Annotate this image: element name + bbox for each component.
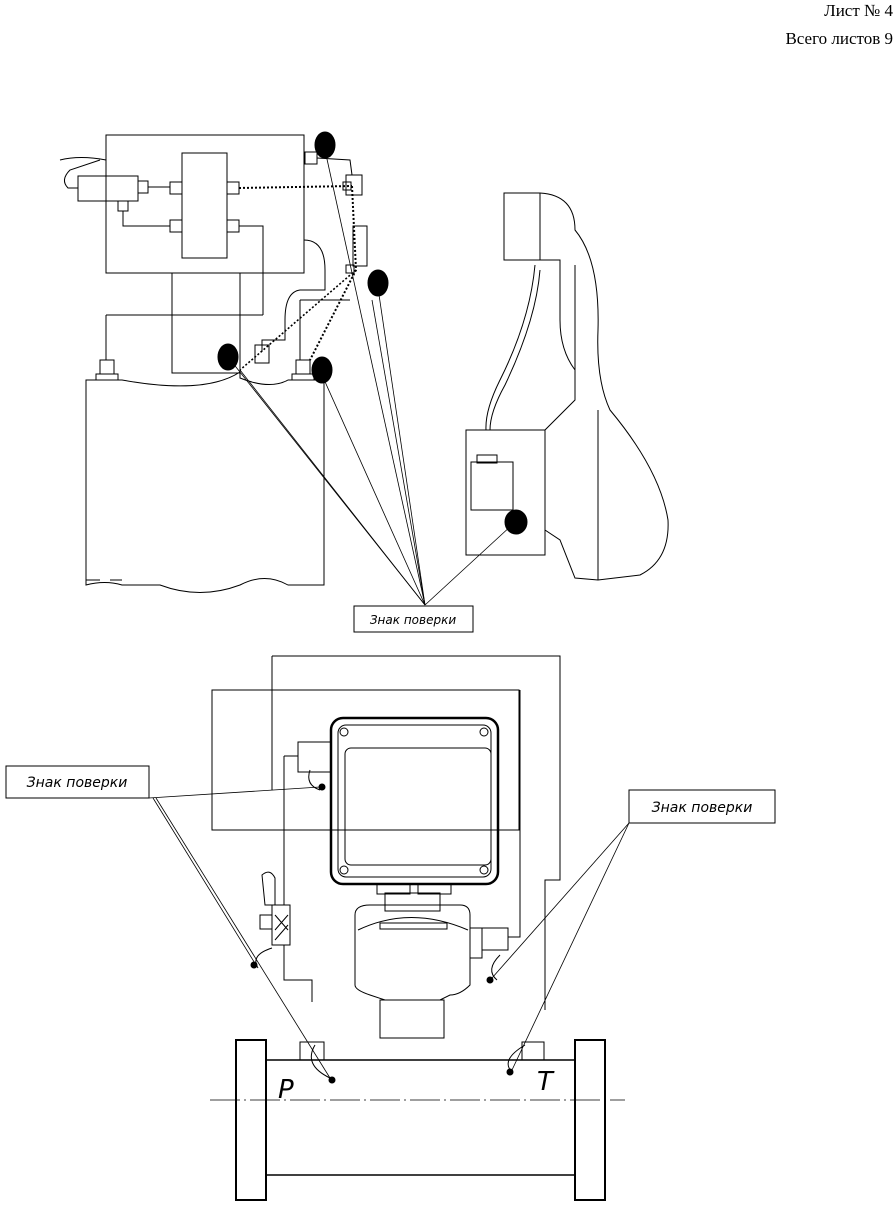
seal-blob: [367, 269, 389, 297]
left-verification-callout: Знак поверки: [5, 765, 331, 1079]
seal-blob: [504, 509, 528, 535]
left-callout-text: Знак поверки: [27, 775, 128, 791]
temperature-label: T: [537, 1067, 555, 1097]
right-callout-text: Знак поверки: [652, 800, 753, 816]
seal-blob: [311, 356, 333, 384]
pressure-label: P: [278, 1075, 294, 1105]
top-side-view: [465, 192, 669, 581]
top-verification-callout: Знак поверки: [353, 605, 474, 633]
seal-blob: [314, 131, 336, 159]
top-leader-lines: [231, 149, 513, 606]
top-front-view: [59, 131, 389, 593]
electronics-box: [105, 134, 305, 274]
top-callout-text: Знак поверки: [370, 613, 456, 627]
sheet-number: Лист № 4: [824, 1, 893, 20]
bottom-front-view: P T: [210, 655, 625, 1201]
right-verification-callout: Знак поверки: [491, 789, 776, 1071]
inner-module: [181, 152, 228, 259]
total-sheets: Всего листов 9: [785, 29, 893, 48]
